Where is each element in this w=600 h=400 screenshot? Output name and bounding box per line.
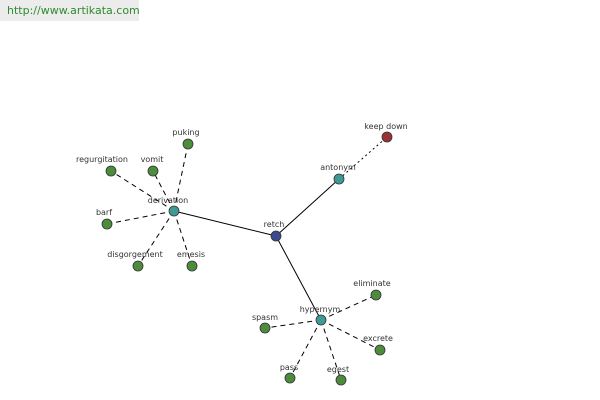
edge-retch-antonym [275,178,340,237]
node-eliminate[interactable] [370,289,382,301]
node-label-emesis: emesis [177,250,205,259]
edge-hypernym-excrete [320,319,381,351]
node-label-regurgitation: regurgitation [76,155,128,164]
node-hypernym[interactable] [315,314,327,326]
node-egest[interactable] [335,374,347,386]
edge-hypernym-spasm [264,319,322,329]
node-label-spasm: spasm [252,313,278,322]
url-banner: http://www.artikata.com [0,0,140,21]
node-label-eliminate: eliminate [353,279,390,288]
node-label-hypernym: hypernym [300,305,341,314]
node-pass[interactable] [284,372,296,384]
node-derivation[interactable] [168,205,180,217]
edge-hypernym-eliminate [320,294,377,321]
node-retch[interactable] [270,230,282,242]
node-antonym[interactable] [333,173,345,185]
edge-derivation-vomit [152,170,175,212]
node-regurgitation[interactable] [105,165,117,177]
edge-hypernym-egest [320,319,342,381]
edge-layer [106,136,388,381]
edge-derivation-disgorgement [137,210,175,267]
node-label-excrete: excrete [363,334,393,343]
node-layer [101,131,393,386]
node-keep-down[interactable] [381,131,393,143]
node-label-barf: barf [96,208,112,217]
node-excrete[interactable] [374,344,386,356]
node-label-antonym: antonym [320,163,356,172]
node-label-disgorgement: disgorgement [107,250,163,259]
node-puking[interactable] [182,138,194,150]
node-label-puking: puking [172,128,199,137]
edge-derivation-regurgitation [110,170,175,212]
site-url-link[interactable]: http://www.artikata.com [7,4,140,17]
node-label-vomit: vomit [141,155,164,164]
edge-retch-derivation [173,210,277,237]
edge-antonym-keep-down [338,136,388,180]
edge-derivation-emesis [173,210,193,267]
node-label-retch: retch [264,220,285,229]
node-emesis[interactable] [186,260,198,272]
node-label-derivation: derivation [148,196,188,205]
node-barf[interactable] [101,218,113,230]
node-label-egest: egest [327,365,349,374]
edge-retch-hypernym [275,235,322,321]
node-disgorgement[interactable] [132,260,144,272]
edge-hypernym-pass [289,319,322,379]
node-spasm[interactable] [259,322,271,334]
label-layer: retch derivation puking vomit regurgitation b… [76,122,408,374]
node-vomit[interactable] [147,165,159,177]
node-label-keep-down: keep down [364,122,407,131]
edge-derivation-barf [106,210,175,225]
edge-derivation-puking [173,143,189,212]
node-label-pass: pass [280,363,298,372]
